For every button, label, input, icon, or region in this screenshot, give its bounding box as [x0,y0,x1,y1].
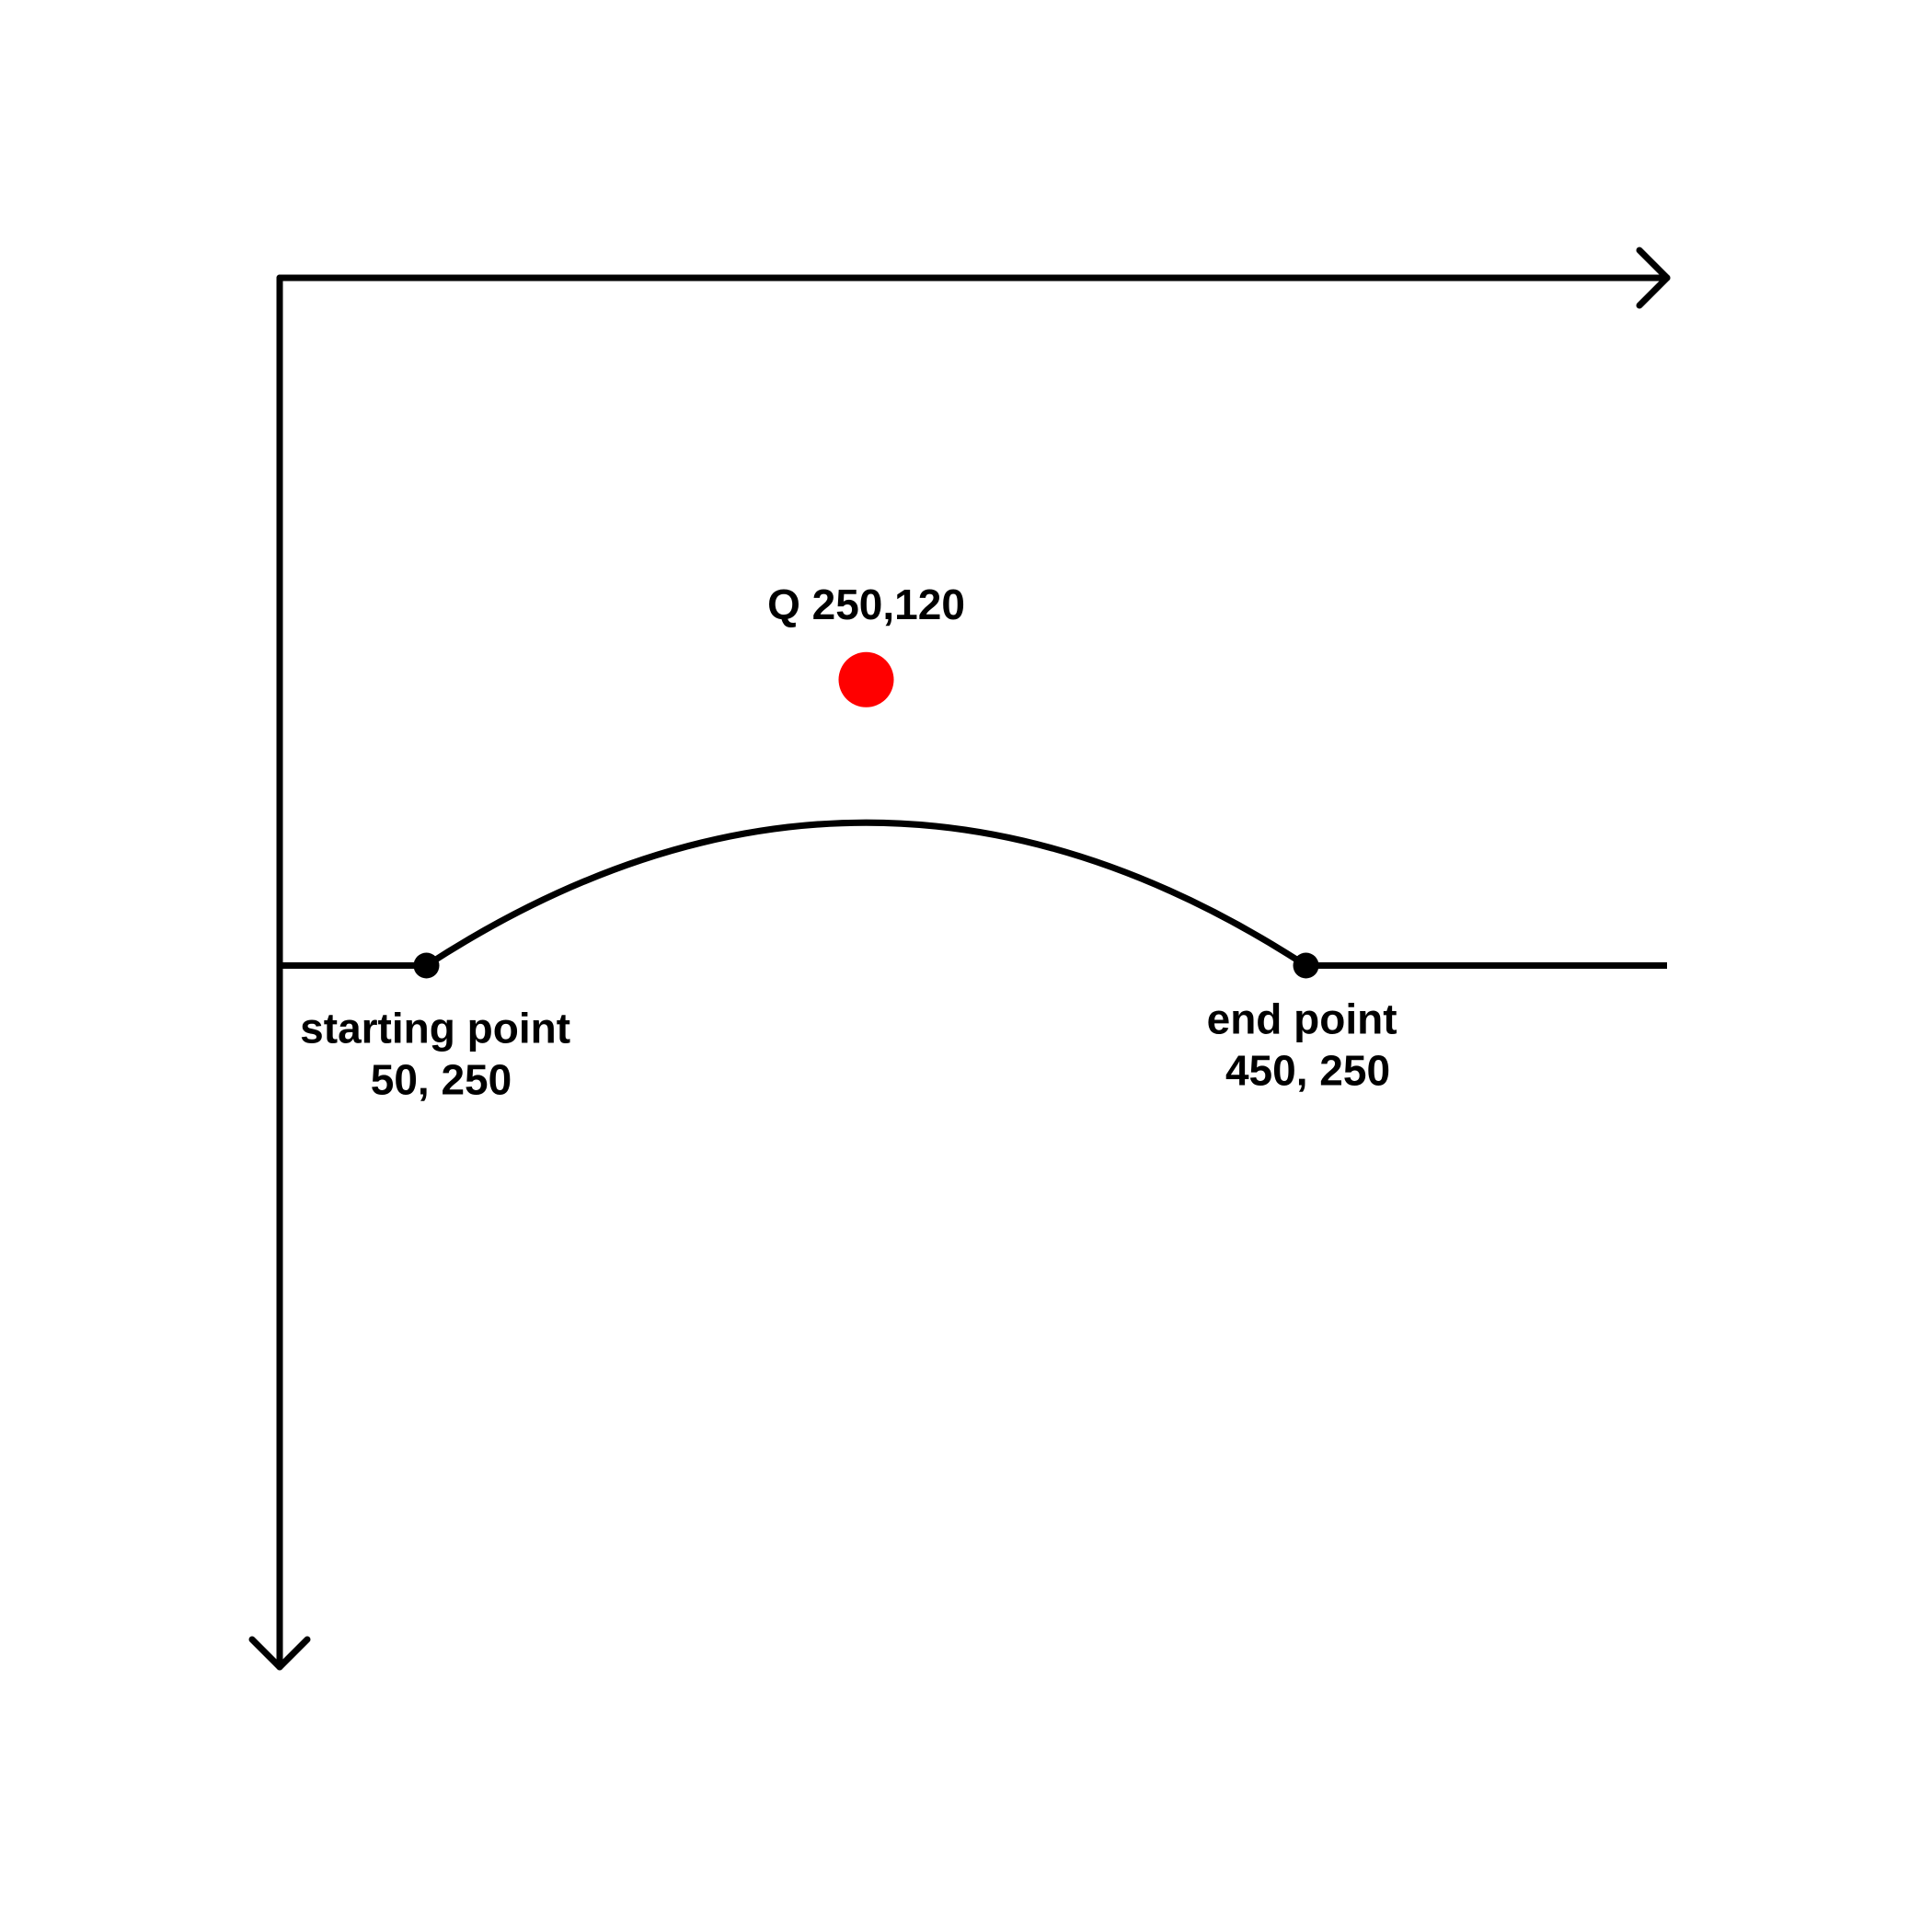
end-point-label-line2: 450, 250 [1225,1047,1390,1095]
start-point-label-line2: 50, 250 [371,1056,512,1104]
y-axis-arrowhead [248,1636,311,1671]
x-axis-arrowhead [1636,247,1671,309]
end-point-marker [1293,952,1319,979]
control-point-marker [838,651,894,707]
control-point-label: Q 250,120 [767,581,965,628]
start-point-marker [413,952,440,979]
end-point-label: end point 450, 250 [1207,995,1409,1095]
end-point-label-line1: end point [1207,995,1397,1043]
start-point-label-line1: starting point [300,1005,570,1052]
start-point-label: starting point 50, 250 [300,1005,582,1104]
quadratic-curve [423,819,1309,969]
